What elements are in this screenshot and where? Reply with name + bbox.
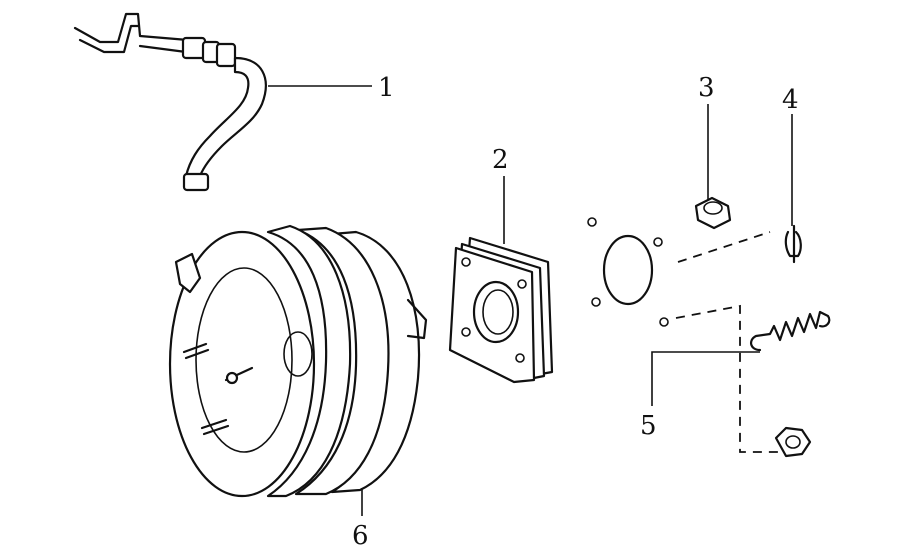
seal-ring <box>587 217 669 327</box>
gasket-plate-part <box>448 236 554 384</box>
assembly-guide-lines <box>675 231 778 453</box>
callout-5: 5 <box>640 411 657 441</box>
callout-2: 2 <box>492 145 509 175</box>
leader-lines <box>268 85 793 516</box>
nut-part <box>774 426 812 458</box>
brake-booster-part <box>168 224 428 498</box>
callout-3: 3 <box>698 73 715 103</box>
bolt-part <box>694 196 732 230</box>
callout-4: 4 <box>782 85 799 115</box>
vacuum-hose-part <box>73 12 267 192</box>
callout-6: 6 <box>352 521 369 550</box>
return-spring-part <box>750 310 831 352</box>
clip-pin-part <box>784 224 802 264</box>
callout-1: 1 <box>378 73 395 103</box>
